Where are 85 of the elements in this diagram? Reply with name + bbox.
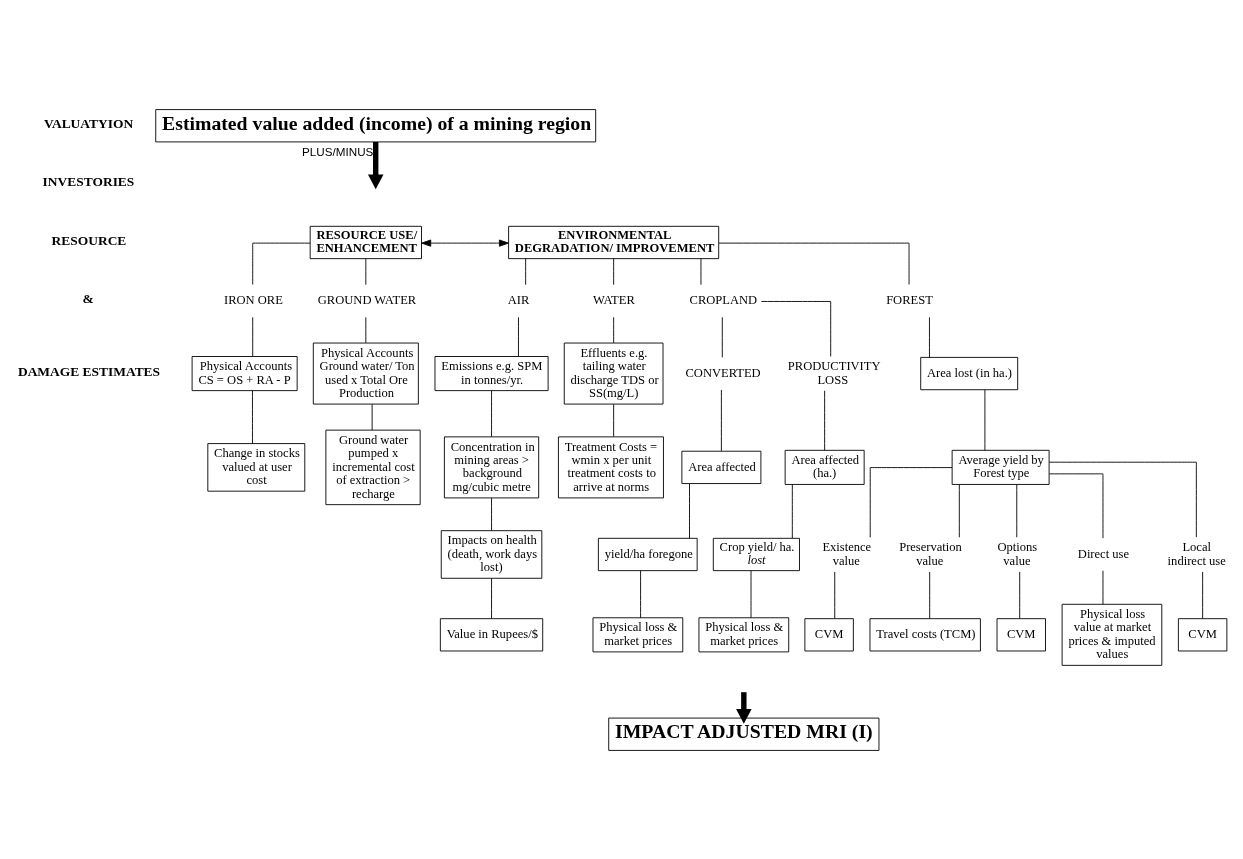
node-box: Area affected <box>681 450 762 484</box>
node-box: Treatment Costs = wmin x per unit treatment costs to arrive at norms <box>557 435 664 498</box>
connector <box>824 389 826 451</box>
node-text: Options value <box>997 539 1038 568</box>
node-text: GROUND WATER <box>317 292 417 307</box>
node-box: Estimated value added (income) of a mining region <box>155 108 597 142</box>
connector <box>834 570 836 619</box>
node-box: Physical Accounts CS = OS + RA - P <box>191 355 298 391</box>
node-box: Ground water pumped x incremental cost of extraction > recharge <box>325 429 421 505</box>
node-text: CONVERTED <box>685 365 761 380</box>
node-box: Average yield by Forest type <box>951 449 1050 485</box>
node-box: Concentration in mining areas > background mg/cubic metre <box>443 435 540 498</box>
connector <box>791 483 793 539</box>
node-box: Area lost (in ha.) <box>920 356 1019 390</box>
node-box: CVM <box>1177 617 1228 651</box>
node-box: Impacts on health (death, work days lost) <box>440 529 543 579</box>
node-text: Direct use <box>1077 546 1130 561</box>
node-text: FOREST <box>886 292 933 307</box>
connector <box>613 257 615 285</box>
edge-label: PLUS/MINUS <box>302 144 374 158</box>
arrow <box>736 691 752 724</box>
connector <box>365 257 367 285</box>
connector <box>1202 570 1204 619</box>
arrow <box>367 141 384 189</box>
connector <box>613 316 615 343</box>
label: VALUATYION <box>43 115 134 131</box>
node-text: Existence value <box>822 539 872 568</box>
node-text: Local indirect use <box>1167 539 1226 568</box>
connector <box>718 242 910 285</box>
node-box: Physical loss & market prices <box>698 616 790 652</box>
connector <box>491 577 492 619</box>
connector <box>1102 569 1104 605</box>
connector <box>958 483 960 538</box>
connector <box>721 316 723 358</box>
node-box: CVM <box>804 617 854 651</box>
label: INVESTORIES <box>42 173 135 189</box>
node-box: Emissions e.g. SPM in tonnes/yr. <box>434 355 549 391</box>
connector <box>1048 472 1104 539</box>
connector <box>371 403 373 430</box>
node-box: Value in Rupees/$ <box>439 617 544 651</box>
node-box: RESOURCE USE/ ENHANCEMENT <box>309 225 422 259</box>
node-text: WATER <box>592 292 635 307</box>
node-box: ENVIRONMENTAL DEGRADATION/ IMPROVEMENT <box>508 225 720 259</box>
label: RESOURCE <box>51 232 127 248</box>
node-box: Area affected (ha.) <box>784 449 865 485</box>
node-box: Physical loss value at market prices & imputed values <box>1061 603 1163 666</box>
connector <box>720 388 722 451</box>
connector <box>929 570 931 619</box>
arrow <box>421 239 509 247</box>
node-text: IRON ORE <box>223 292 283 307</box>
connector <box>929 316 930 358</box>
node-box: Change in stocks valued at user cost <box>207 442 306 492</box>
connector <box>869 466 953 538</box>
connector <box>525 257 527 285</box>
connector <box>518 316 519 357</box>
connector <box>252 242 311 285</box>
connector <box>491 389 492 437</box>
node-box: Travel costs (TCM) <box>869 617 981 651</box>
node-box: yield/ha foregone <box>597 537 698 571</box>
node-box: Physical loss & market prices <box>592 616 684 652</box>
connector <box>1019 570 1021 619</box>
connector <box>640 569 642 618</box>
connector <box>1048 461 1197 538</box>
connector <box>365 316 367 343</box>
node-text: Preservation value <box>899 539 962 568</box>
connector <box>613 403 615 437</box>
connector <box>1016 483 1018 538</box>
connector <box>984 388 986 451</box>
connector <box>750 569 752 618</box>
connector <box>760 300 832 357</box>
node-text: CROPLAND <box>689 292 758 307</box>
node-box: Effluents e.g. tailing water discharge TDS or SS(mg/L) <box>563 342 664 405</box>
node-box: IMPACT ADJUSTED MRI (I) <box>608 717 880 751</box>
node-box: Crop yield/ ha. lost <box>712 537 800 571</box>
node-box: Physical Accounts Ground water/ Ton used x Total Ore Production <box>312 342 419 405</box>
label: & <box>82 290 94 306</box>
label: DAMAGE ESTIMATES <box>17 363 161 379</box>
node-box: CVM <box>996 617 1046 651</box>
connector <box>491 497 492 531</box>
connector <box>252 389 253 444</box>
node-text: PRODUCTIVITY LOSS <box>787 358 881 387</box>
connector <box>252 316 254 357</box>
connector <box>700 257 702 285</box>
connector <box>689 482 690 539</box>
node-text: AIR <box>507 292 530 307</box>
